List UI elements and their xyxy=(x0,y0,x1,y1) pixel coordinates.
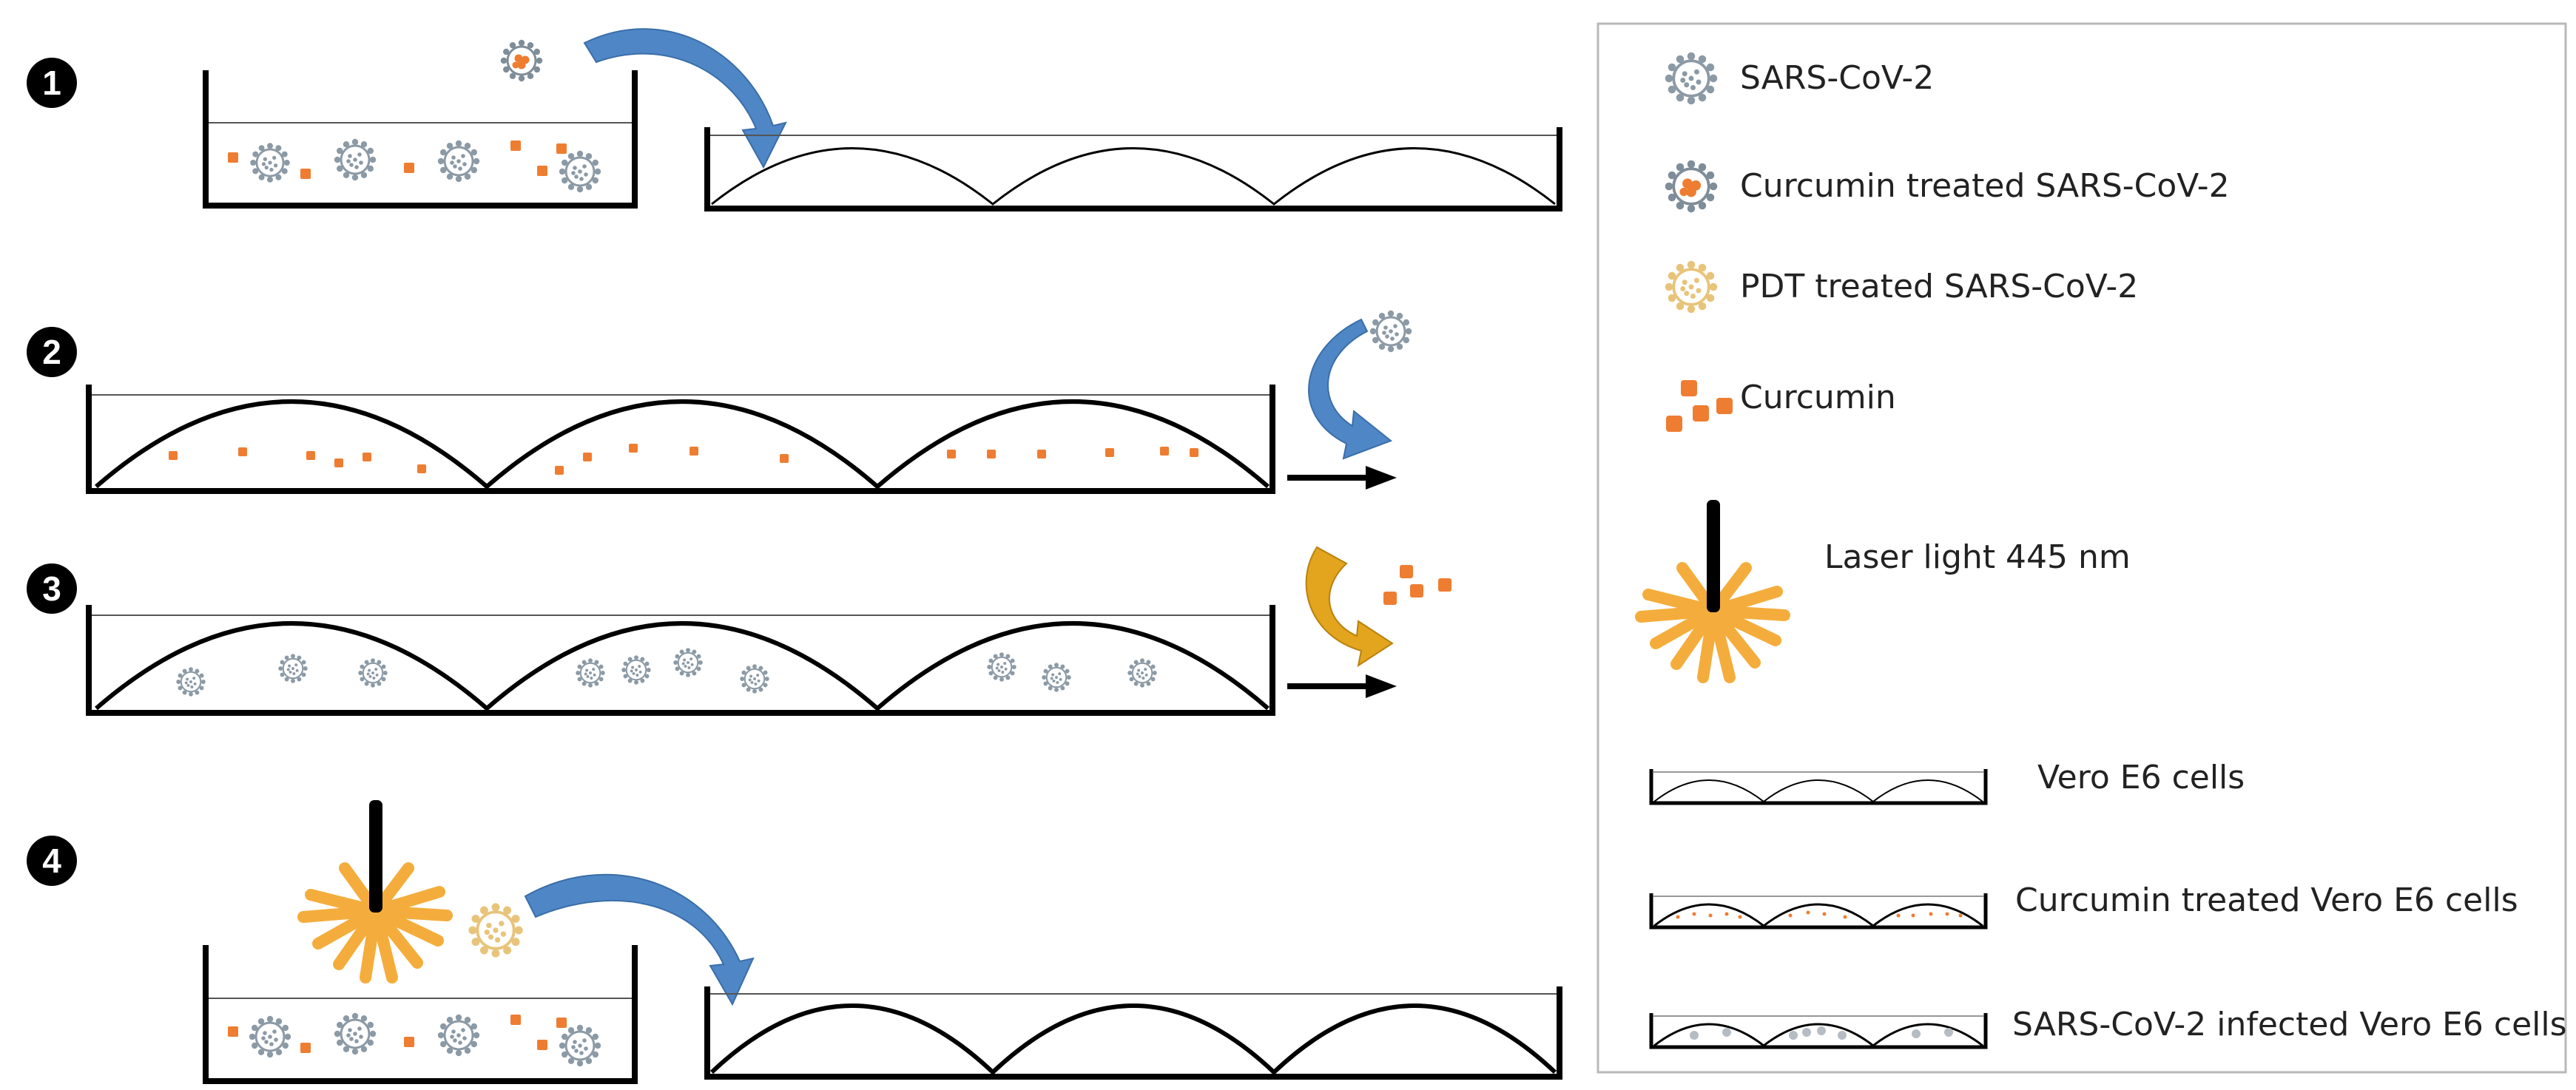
legend-box xyxy=(1596,22,2567,1074)
step-3-direction-arrow xyxy=(1287,674,1397,698)
step-2-removal-arrow xyxy=(1308,318,1392,460)
step-3-removal-arrow xyxy=(1305,546,1394,668)
step-2-badge: 2 xyxy=(27,327,77,377)
infected-cells-well-icon xyxy=(1649,1013,1988,1049)
step-4-laser xyxy=(303,800,447,978)
legend-label-infected-cells: SARS-CoV-2 infected Vero E6 cells xyxy=(2012,1006,2567,1043)
step-4-plate xyxy=(704,986,1562,1080)
step-1-badge: 1 xyxy=(27,58,77,108)
svg-text:1: 1 xyxy=(42,64,61,102)
svg-text:2: 2 xyxy=(42,333,61,371)
cell-virus-particles xyxy=(176,648,1156,696)
step-2-removed-virus xyxy=(1370,311,1412,352)
svg-text:4: 4 xyxy=(42,842,61,880)
step-1-transfer-arrow xyxy=(583,28,787,169)
vero-cells-well-icon xyxy=(1649,769,1988,805)
legend-label-curcumin: Curcumin xyxy=(1740,379,1896,416)
step-3-plate xyxy=(86,605,1275,716)
step-4-badge: 4 xyxy=(27,836,77,886)
legend-label-curcumin-treated-cells: Curcumin treated Vero E6 cells xyxy=(2015,881,2518,919)
legend-label-laser: Laser light 445 nm xyxy=(1824,538,2131,576)
step-4-tube xyxy=(203,945,638,1084)
legend-label-curcumin-treated-virus: Curcumin treated SARS-CoV-2 xyxy=(1740,167,2230,205)
svg-text:3: 3 xyxy=(42,569,61,608)
step-3-removed-curcumin xyxy=(1383,565,1451,605)
legend-label-sars-cov-2: SARS-CoV-2 xyxy=(1740,59,1934,97)
step-1-plate xyxy=(704,127,1562,211)
legend-label-pdt-treated-virus: PDT treated SARS-CoV-2 xyxy=(1740,268,2138,305)
step-1-curcumin-treated-virus xyxy=(501,40,542,81)
step-1-tube xyxy=(203,70,638,209)
curcumin-treated-cells-well-icon xyxy=(1649,893,1988,930)
cell-curcumin-particles xyxy=(169,444,1198,475)
legend-label-vero-cells: Vero E6 cells xyxy=(2037,759,2245,796)
curcumin-particles-icon xyxy=(1666,380,1733,432)
step-2-direction-arrow xyxy=(1287,466,1397,490)
step-2-plate xyxy=(86,385,1275,494)
step-3-badge: 3 xyxy=(27,563,77,614)
step-4-pdt-treated-virus xyxy=(468,903,522,957)
tube-curcumin-particles xyxy=(228,141,567,179)
tube-virus-particles xyxy=(250,139,601,192)
step-4-transfer-arrow xyxy=(524,873,755,1006)
